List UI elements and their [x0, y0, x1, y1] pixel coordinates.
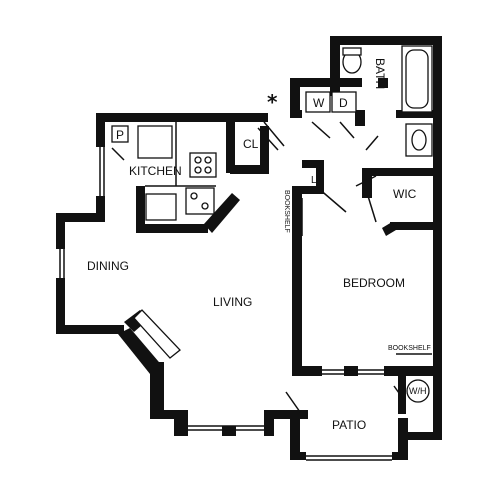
dryer-label: D: [339, 96, 348, 110]
windows: [59, 147, 392, 461]
living-label: LIVING: [213, 295, 252, 309]
walls: [56, 36, 442, 460]
washer-label: W: [313, 96, 325, 110]
bath-label: BATH: [373, 58, 387, 89]
asterisk-mark: *: [267, 90, 278, 114]
closet-label: CL: [243, 137, 259, 151]
dining-label: DINING: [87, 259, 129, 273]
fixtures: [111, 45, 433, 403]
kitchen-label: KITCHEN: [129, 164, 182, 178]
wic-label: WIC: [393, 187, 417, 201]
bedroom-label: BEDROOM: [343, 276, 405, 290]
water-heater-label: W/H: [409, 386, 427, 396]
bookshelf-bedroom-label: BOOKSHELF: [388, 345, 431, 352]
bookshelf-hall-label: BOOKSHELF: [283, 190, 290, 233]
doors: [111, 121, 405, 413]
patio-label: PATIO: [332, 418, 366, 432]
pantry-label: P: [116, 128, 124, 142]
linen-label: L: [311, 175, 317, 186]
